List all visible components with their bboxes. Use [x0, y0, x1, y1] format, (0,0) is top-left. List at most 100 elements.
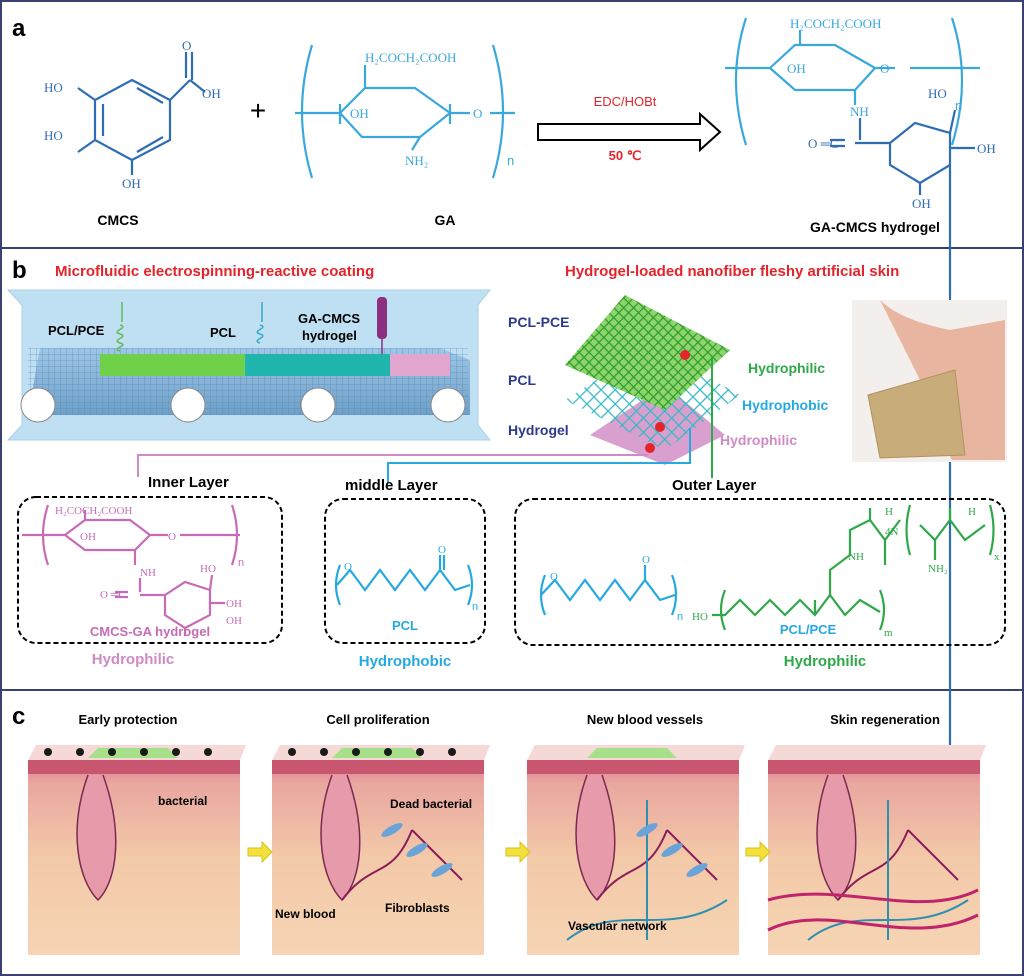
inner-n: n — [238, 557, 244, 569]
mat-label-pcl: PCL — [508, 372, 536, 388]
product-carbonyl: O ═C — [808, 136, 839, 151]
middle-layer-structure: O O n PCL — [334, 544, 478, 633]
bacteria-icon — [320, 748, 328, 756]
blood-vessel — [807, 800, 969, 941]
roller — [170, 387, 206, 423]
bacteria-icon — [448, 748, 456, 756]
inner-oh-right: OH — [226, 598, 242, 610]
outer-layer-structure: O O n HO m NH NH₂ H H 4N x PCL/PCE — [539, 504, 1000, 639]
stage-title-new-blood-vessels: New blood vessels — [587, 712, 703, 727]
stage-title-skin-regeneration: Skin regeneration — [830, 712, 940, 727]
panel-c: c Early protection Cell proliferation Ne… — [12, 703, 986, 955]
inner-oh: OH — [80, 531, 96, 543]
bacteria-icon — [352, 748, 360, 756]
bacteria-icon — [204, 748, 212, 756]
panel-a: a HO HO OH O OH CMCS + H₂COCH₂COOH OH NH… — [12, 15, 996, 950]
bacteria-icon — [288, 748, 296, 756]
middle-o1: O — [344, 561, 352, 573]
product-oh-bottom: OH — [912, 196, 931, 211]
cmcs-oh-right: OH — [202, 86, 221, 101]
mat-label-hydrophobic: Hydrophobic — [742, 397, 829, 413]
outer-h2: H — [968, 506, 976, 518]
hydrogel-patch — [88, 748, 178, 758]
product-oh: OH — [787, 61, 806, 76]
bacteria-icon — [44, 748, 52, 756]
spinneret-spiral-icon — [256, 302, 264, 344]
label-vascular-network: Vascular network — [568, 919, 667, 933]
fibroblast-cell — [381, 823, 403, 837]
mat-label-pcl-pce: PCL-PCE — [508, 314, 569, 330]
inner-nh: NH — [140, 567, 156, 579]
layer-title-inner: Inner Layer — [148, 474, 229, 491]
reaction-arrow-icon — [537, 111, 722, 153]
blood-vessel — [596, 829, 718, 901]
label-bacterial: bacterial — [158, 794, 207, 808]
ga-oh: OH — [350, 106, 369, 121]
device-label-pcl: PCL — [210, 325, 236, 340]
hydrogel-patch — [332, 748, 422, 758]
layer-title-middle: middle Layer — [345, 477, 438, 494]
inner-layer-structure: H₂COCH₂COOH OH O NH HO n O ═C OH OH CMCS… — [22, 504, 244, 639]
outer-ho: HO — [692, 611, 708, 623]
product-ho: HO — [928, 86, 947, 101]
outer-x: x — [994, 551, 1000, 563]
ga-n: n — [507, 153, 514, 168]
outer-n: n — [677, 611, 683, 623]
syringe-icon — [377, 297, 387, 339]
middle-o2: O — [438, 544, 446, 556]
mat-label-hydrophilic-bottom: Hydrophilic — [720, 432, 797, 448]
reaction-temperature: 50 ℃ — [609, 148, 642, 163]
product-label: GA-CMCS hydrogel — [810, 219, 940, 235]
reaction-reagent: EDC/HOBt — [594, 94, 657, 109]
progress-arrow-icon — [745, 840, 771, 864]
fibroblast-cell — [431, 863, 453, 877]
panel-label-a: a — [12, 15, 26, 42]
ga-label: GA — [435, 212, 456, 228]
blood-vessel — [341, 829, 463, 901]
product-oh-right: OH — [977, 141, 996, 156]
inner-oh-bottom: OH — [226, 615, 242, 627]
middle-compound-label: PCL — [392, 618, 418, 633]
cmcs-label: CMCS — [97, 212, 138, 228]
inner-compound-label: CMCS-GA hydrogel — [90, 624, 210, 639]
connector-middle — [387, 428, 691, 483]
electrospinning-device: PCL/PCE PCL GA-CMCS hydrogel — [6, 289, 492, 441]
fibroblast-cell — [636, 823, 658, 837]
product-side-chain: H₂COCH₂COOH — [790, 16, 881, 31]
ga-structure: H₂COCH₂COOH OH NH₂ O n — [295, 44, 515, 179]
bacteria-icon — [140, 748, 148, 756]
outer-property: Hydrophilic — [784, 653, 867, 670]
plus-sign: + — [250, 95, 266, 126]
roller — [430, 387, 466, 423]
spinneret-spiral-icon — [116, 302, 124, 352]
inner-side-chain: H₂COCH₂COOH — [55, 505, 132, 517]
skin-cube-3 — [527, 745, 745, 955]
mat-label-hydrogel: Hydrogel — [508, 422, 569, 438]
hydrogel-patch — [587, 748, 677, 758]
roller — [300, 387, 336, 423]
stage-title-early-protection: Early protection — [79, 712, 178, 727]
pcl-pce-layer — [100, 354, 245, 376]
skin-cube-4 — [767, 745, 986, 955]
product-o: O — [880, 61, 889, 76]
progress-arrow-icon — [505, 840, 531, 864]
cmcs-ho-2: HO — [44, 128, 63, 143]
ga-cmcs-structure: H₂COCH₂COOH OH O NH n HO O ═C OH OH — [725, 16, 996, 950]
outer-h1: H — [885, 506, 893, 518]
skin-cube-2 — [272, 745, 490, 955]
inner-property: Hydrophilic — [92, 651, 175, 668]
title-artificial-skin: Hydrogel-loaded nanofiber fleshy artific… — [565, 263, 899, 280]
nanofiber-mat: PCL-PCE PCL Hydrogel Hydrophilic Hydroph… — [508, 295, 829, 465]
middle-property: Hydrophobic — [359, 653, 452, 670]
hydrogel-layer — [390, 354, 450, 376]
cmcs-ho-1: HO — [44, 80, 63, 95]
fibroblast-cell — [686, 863, 708, 877]
blood-vessel — [566, 800, 728, 941]
product-nh: NH — [850, 104, 869, 119]
connector-inner — [137, 454, 648, 477]
product-n: n — [955, 98, 962, 113]
fibroblast-cell — [406, 843, 428, 857]
label-dead-bacterial: Dead bacterial — [390, 797, 472, 811]
bacteria-icon — [384, 748, 392, 756]
